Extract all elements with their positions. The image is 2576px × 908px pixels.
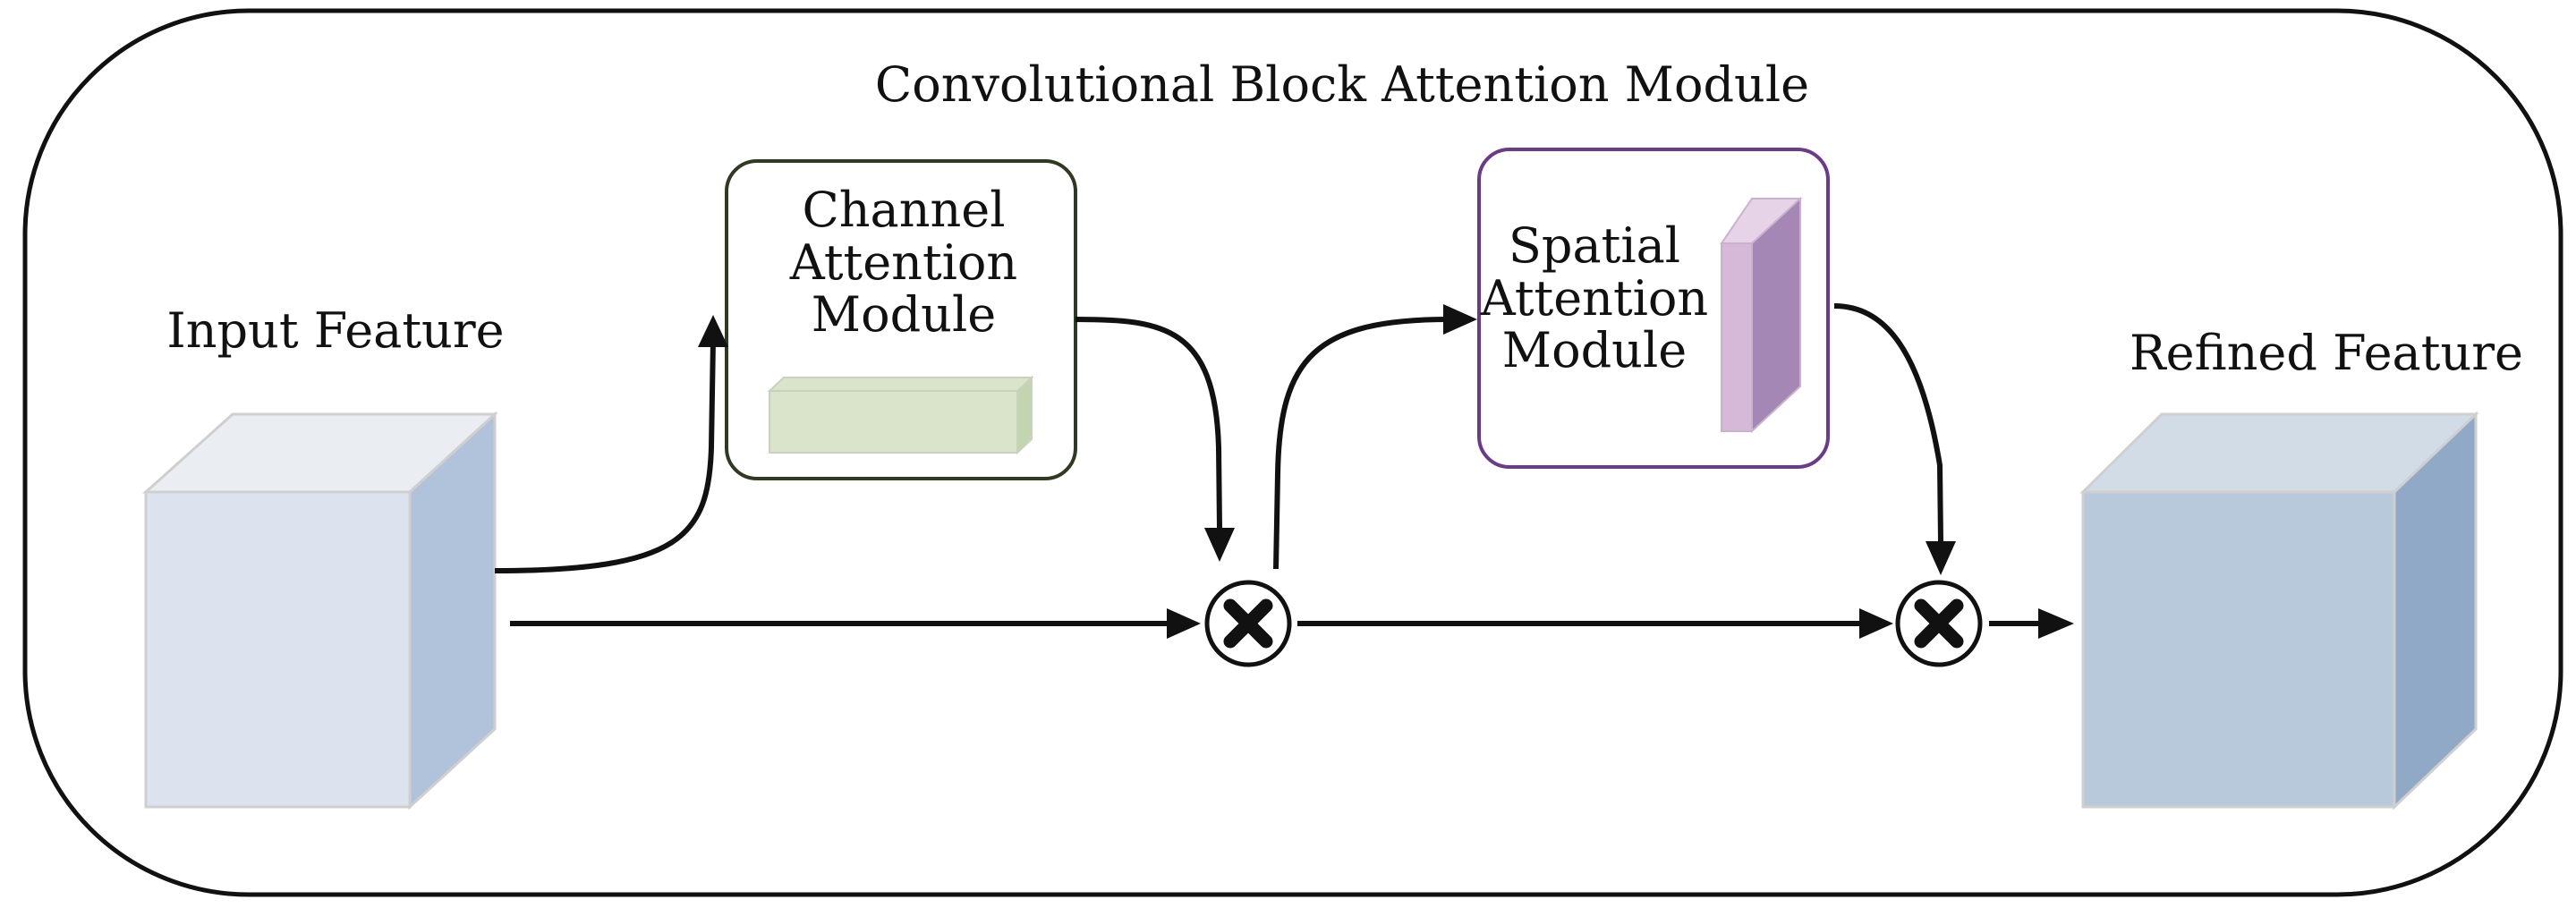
arrowhead-refined [2038,608,2074,639]
input-feature-label: Input Feature [166,302,504,359]
refined-feature-cube [2079,411,2479,810]
multiply-icon [1914,598,1964,649]
edge-channel-to-multiply-1 [1075,317,1222,529]
spatial-module-line-3: Module [1502,322,1687,378]
input-feature-cube [142,411,498,810]
spatial-module-line-2: Attention [1480,270,1708,327]
channel-module-line-3: Module [812,286,996,343]
channel-bar-side [1016,375,1033,455]
channel-attention-module: Channel Attention Module [725,159,1077,480]
refined-feature-label: Refined Feature [2130,325,2523,381]
edge-input-to-channel [494,339,716,573]
channel-module-line-1: Channel [802,182,1005,238]
spatial-module-line-1: Spatial [1509,217,1680,274]
arrowhead-multiply-1-left [1167,608,1201,639]
spatial-attention-module: Spatial Attention Module [1477,148,1830,469]
multiply-operator-1 [1204,580,1292,667]
refined-cube-front [2081,490,2396,809]
multiply-operator-2 [1895,580,1983,667]
spatial-attention-plate [1720,196,1803,434]
edge-spatial-to-multiply-2 [1833,303,1943,542]
arrowhead-channel [698,315,728,347]
arrowhead-multiply-2-top [1926,541,1956,575]
multiply-icon [1223,598,1273,649]
outer-frame [22,8,2563,897]
channel-module-line-2: Attention [789,234,1017,291]
channel-bar-front [769,390,1018,454]
channel-bar-top [767,377,1034,392]
channel-attention-bar [767,375,1034,455]
edge-multiply-1-to-spatial [1273,317,1450,570]
arrowhead-multiply-2-left [1859,608,1893,639]
edges [494,303,2074,639]
input-cube-front [144,490,412,809]
diagram-title: Convolutional Block Attention Module [875,56,1809,113]
spatial-plate-front [1721,242,1753,432]
arrowhead-spatial [1443,304,1477,335]
arrowhead-multiply-1-top [1204,528,1235,562]
